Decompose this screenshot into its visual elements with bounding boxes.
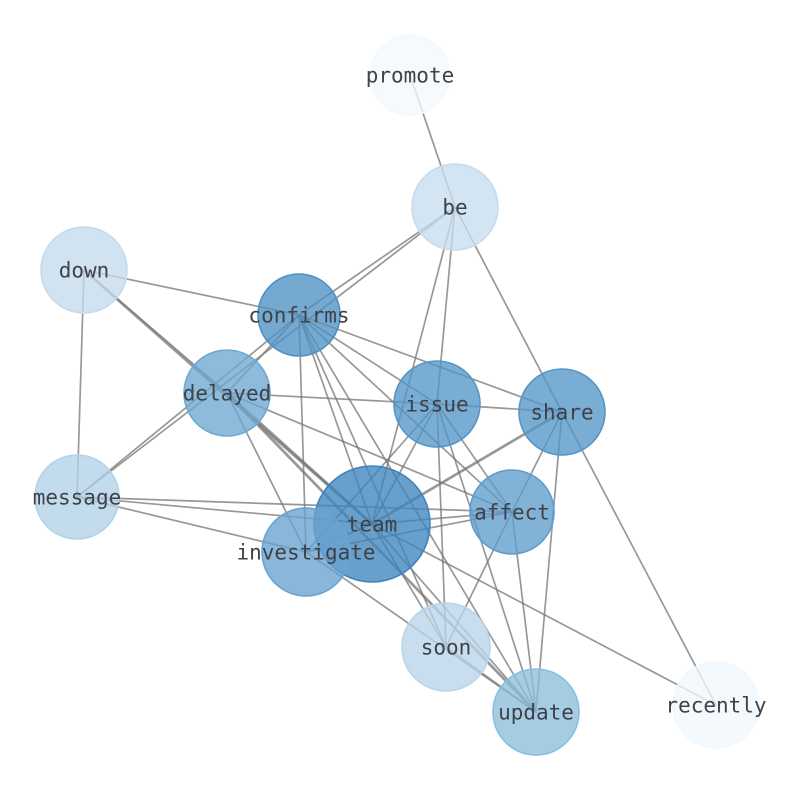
nodes-layer	[34, 34, 760, 756]
edge-team-recently	[371, 523, 717, 706]
node-share	[518, 368, 606, 456]
node-confirms	[257, 273, 341, 357]
edge-issue-update	[436, 403, 537, 713]
node-message	[34, 454, 120, 540]
edge-message-affect	[76, 496, 513, 513]
node-soon	[401, 602, 491, 692]
edge-share-update	[535, 411, 563, 713]
edge-share-recently	[561, 411, 717, 706]
node-update	[492, 668, 580, 756]
node-delayed	[183, 349, 271, 437]
node-recently	[672, 661, 760, 749]
node-investigate	[261, 507, 351, 597]
node-issue	[393, 360, 481, 448]
node-be	[411, 163, 499, 251]
node-down	[40, 226, 128, 314]
node-promote	[369, 34, 451, 116]
node-affect	[469, 469, 555, 555]
